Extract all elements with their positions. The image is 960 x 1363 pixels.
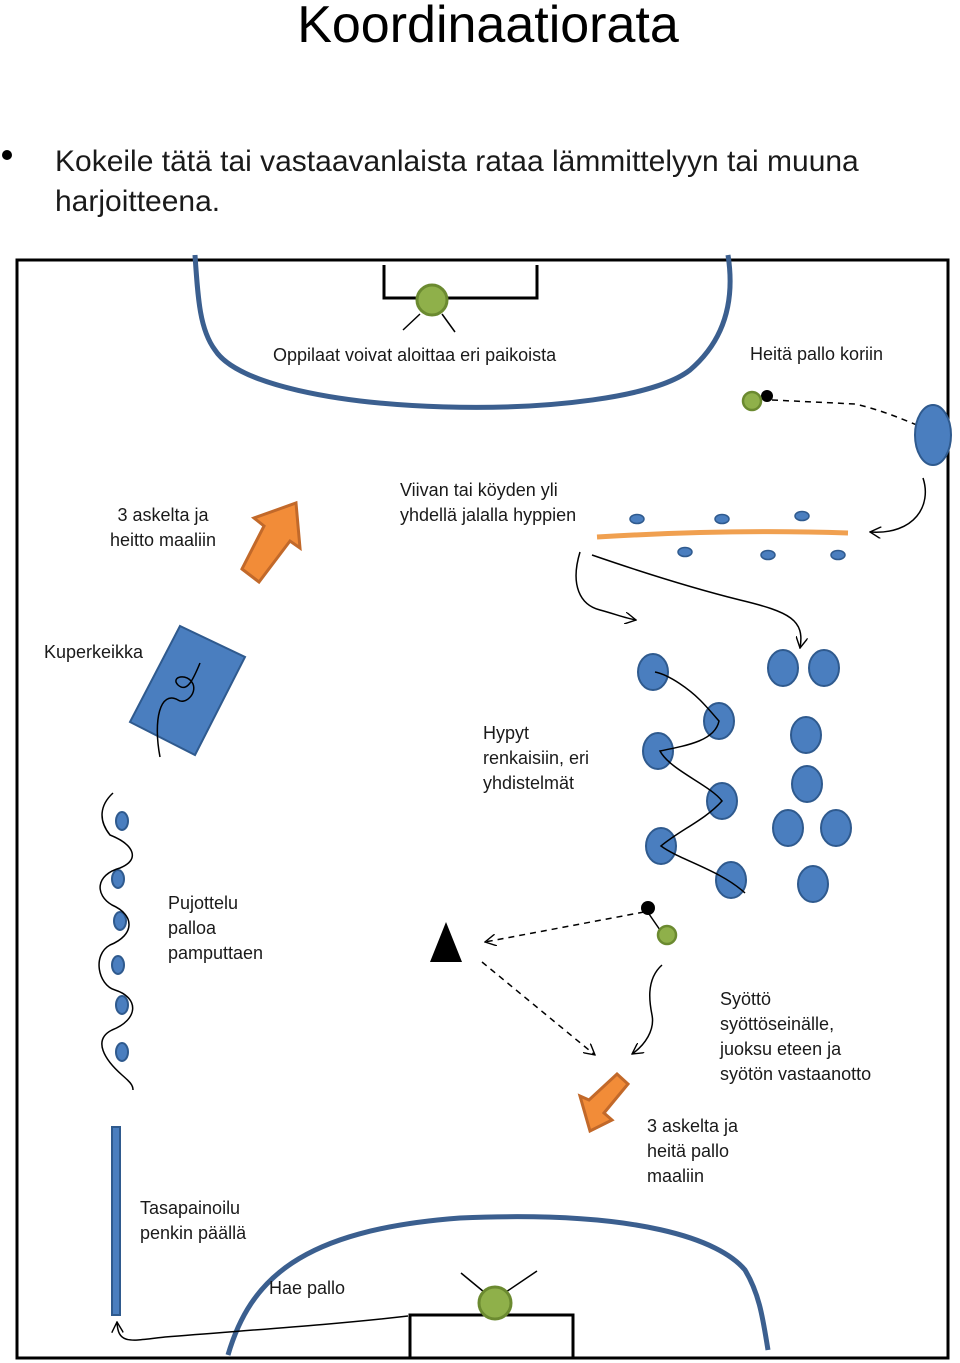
rope-line	[596, 529, 849, 540]
goalkeeper-leg	[402, 313, 421, 331]
cone-marker	[714, 513, 730, 525]
hoop-ring	[797, 865, 829, 903]
cone-marker	[629, 513, 645, 525]
cone-marker	[794, 510, 810, 522]
route-arrow	[591, 554, 801, 648]
bottom-goal	[408, 1313, 575, 1358]
page-title: Koordinaatiorata	[297, 0, 679, 54]
hoop-ring	[767, 649, 799, 687]
ball-icon	[741, 390, 763, 412]
hoop-ring	[791, 765, 823, 803]
intro-text: Kokeile tätä tai vastaavanlaista rataa l…	[55, 145, 859, 218]
hoop-ring	[820, 809, 852, 847]
player-head	[641, 901, 655, 915]
slalom-cone	[111, 955, 125, 975]
label-throw-basket: Heitä pallo koriin	[750, 344, 884, 364]
hoop-ring	[642, 732, 674, 770]
slalom-cone	[115, 995, 129, 1015]
hop-path	[654, 671, 746, 894]
bottom-goal-area-line	[225, 1214, 771, 1356]
slalom-cone	[115, 811, 129, 831]
cone-marker	[830, 549, 846, 561]
label-three-steps-bottom: 3 askelta ja heitä pallo maaliin	[647, 1116, 739, 1186]
return-pass-path	[481, 961, 595, 1055]
direction-arrow-icon	[240, 500, 302, 585]
goalkeeper-leg	[505, 1270, 538, 1293]
label-ring-jumps: Hypyt renkaisiin, eri yhdistelmät	[483, 723, 590, 793]
label-balance-bench: Tasapainoilu penkin päällä	[140, 1198, 247, 1243]
basket-ring	[914, 404, 952, 466]
label-three-steps-top: 3 askelta ja heitto maaliin	[110, 505, 217, 550]
bullet-point	[2, 150, 12, 160]
slalom-cone	[115, 1042, 129, 1062]
player-head	[761, 390, 773, 402]
hoop-ring	[808, 649, 840, 687]
hoop-ring	[772, 809, 804, 847]
route-arrow	[870, 477, 927, 532]
bottom-goalkeeper-ball	[477, 1285, 513, 1321]
top-goal-area-line	[192, 254, 733, 410]
cone-marker	[760, 549, 776, 561]
balance-bench	[111, 1126, 121, 1316]
top-goalkeeper-ball	[415, 283, 449, 317]
direction-arrow-icon	[577, 1071, 631, 1134]
hoop-ring	[715, 861, 747, 899]
label-slalom: Pujottelu palloa pamputtaen	[168, 893, 264, 963]
label-fetch-ball: Hae pallo	[269, 1278, 346, 1298]
goalkeeper-leg	[460, 1272, 485, 1293]
slalom-path	[98, 792, 134, 1091]
label-roll: Kuperkeikka	[44, 642, 144, 662]
court-border	[15, 258, 950, 1360]
fetch-ball-path	[117, 1315, 409, 1341]
hoop-ring	[790, 716, 822, 754]
pass-path	[485, 911, 645, 942]
label-start-anywhere: Oppilaat voivat aloittaa eri paikoista	[273, 345, 557, 365]
ball-icon	[656, 924, 678, 946]
cone-marker	[677, 546, 693, 558]
slalom-cone	[111, 869, 125, 889]
label-pass-wall: Syöttö syöttöseinälle, juoksu eteen ja s…	[720, 989, 872, 1084]
goalkeeper-leg	[441, 313, 456, 333]
wall-cone-icon	[430, 922, 462, 962]
run-path	[632, 964, 663, 1054]
top-goal	[382, 265, 539, 300]
roll-path	[156, 662, 201, 758]
slalom-cone	[113, 911, 127, 931]
route-arrow	[575, 551, 636, 620]
player-body	[648, 913, 661, 931]
gym-mat	[128, 624, 247, 757]
hoop-ring	[637, 653, 669, 691]
label-line-jump: Viivan tai köyden yli yhdellä jalalla hy…	[400, 480, 577, 525]
